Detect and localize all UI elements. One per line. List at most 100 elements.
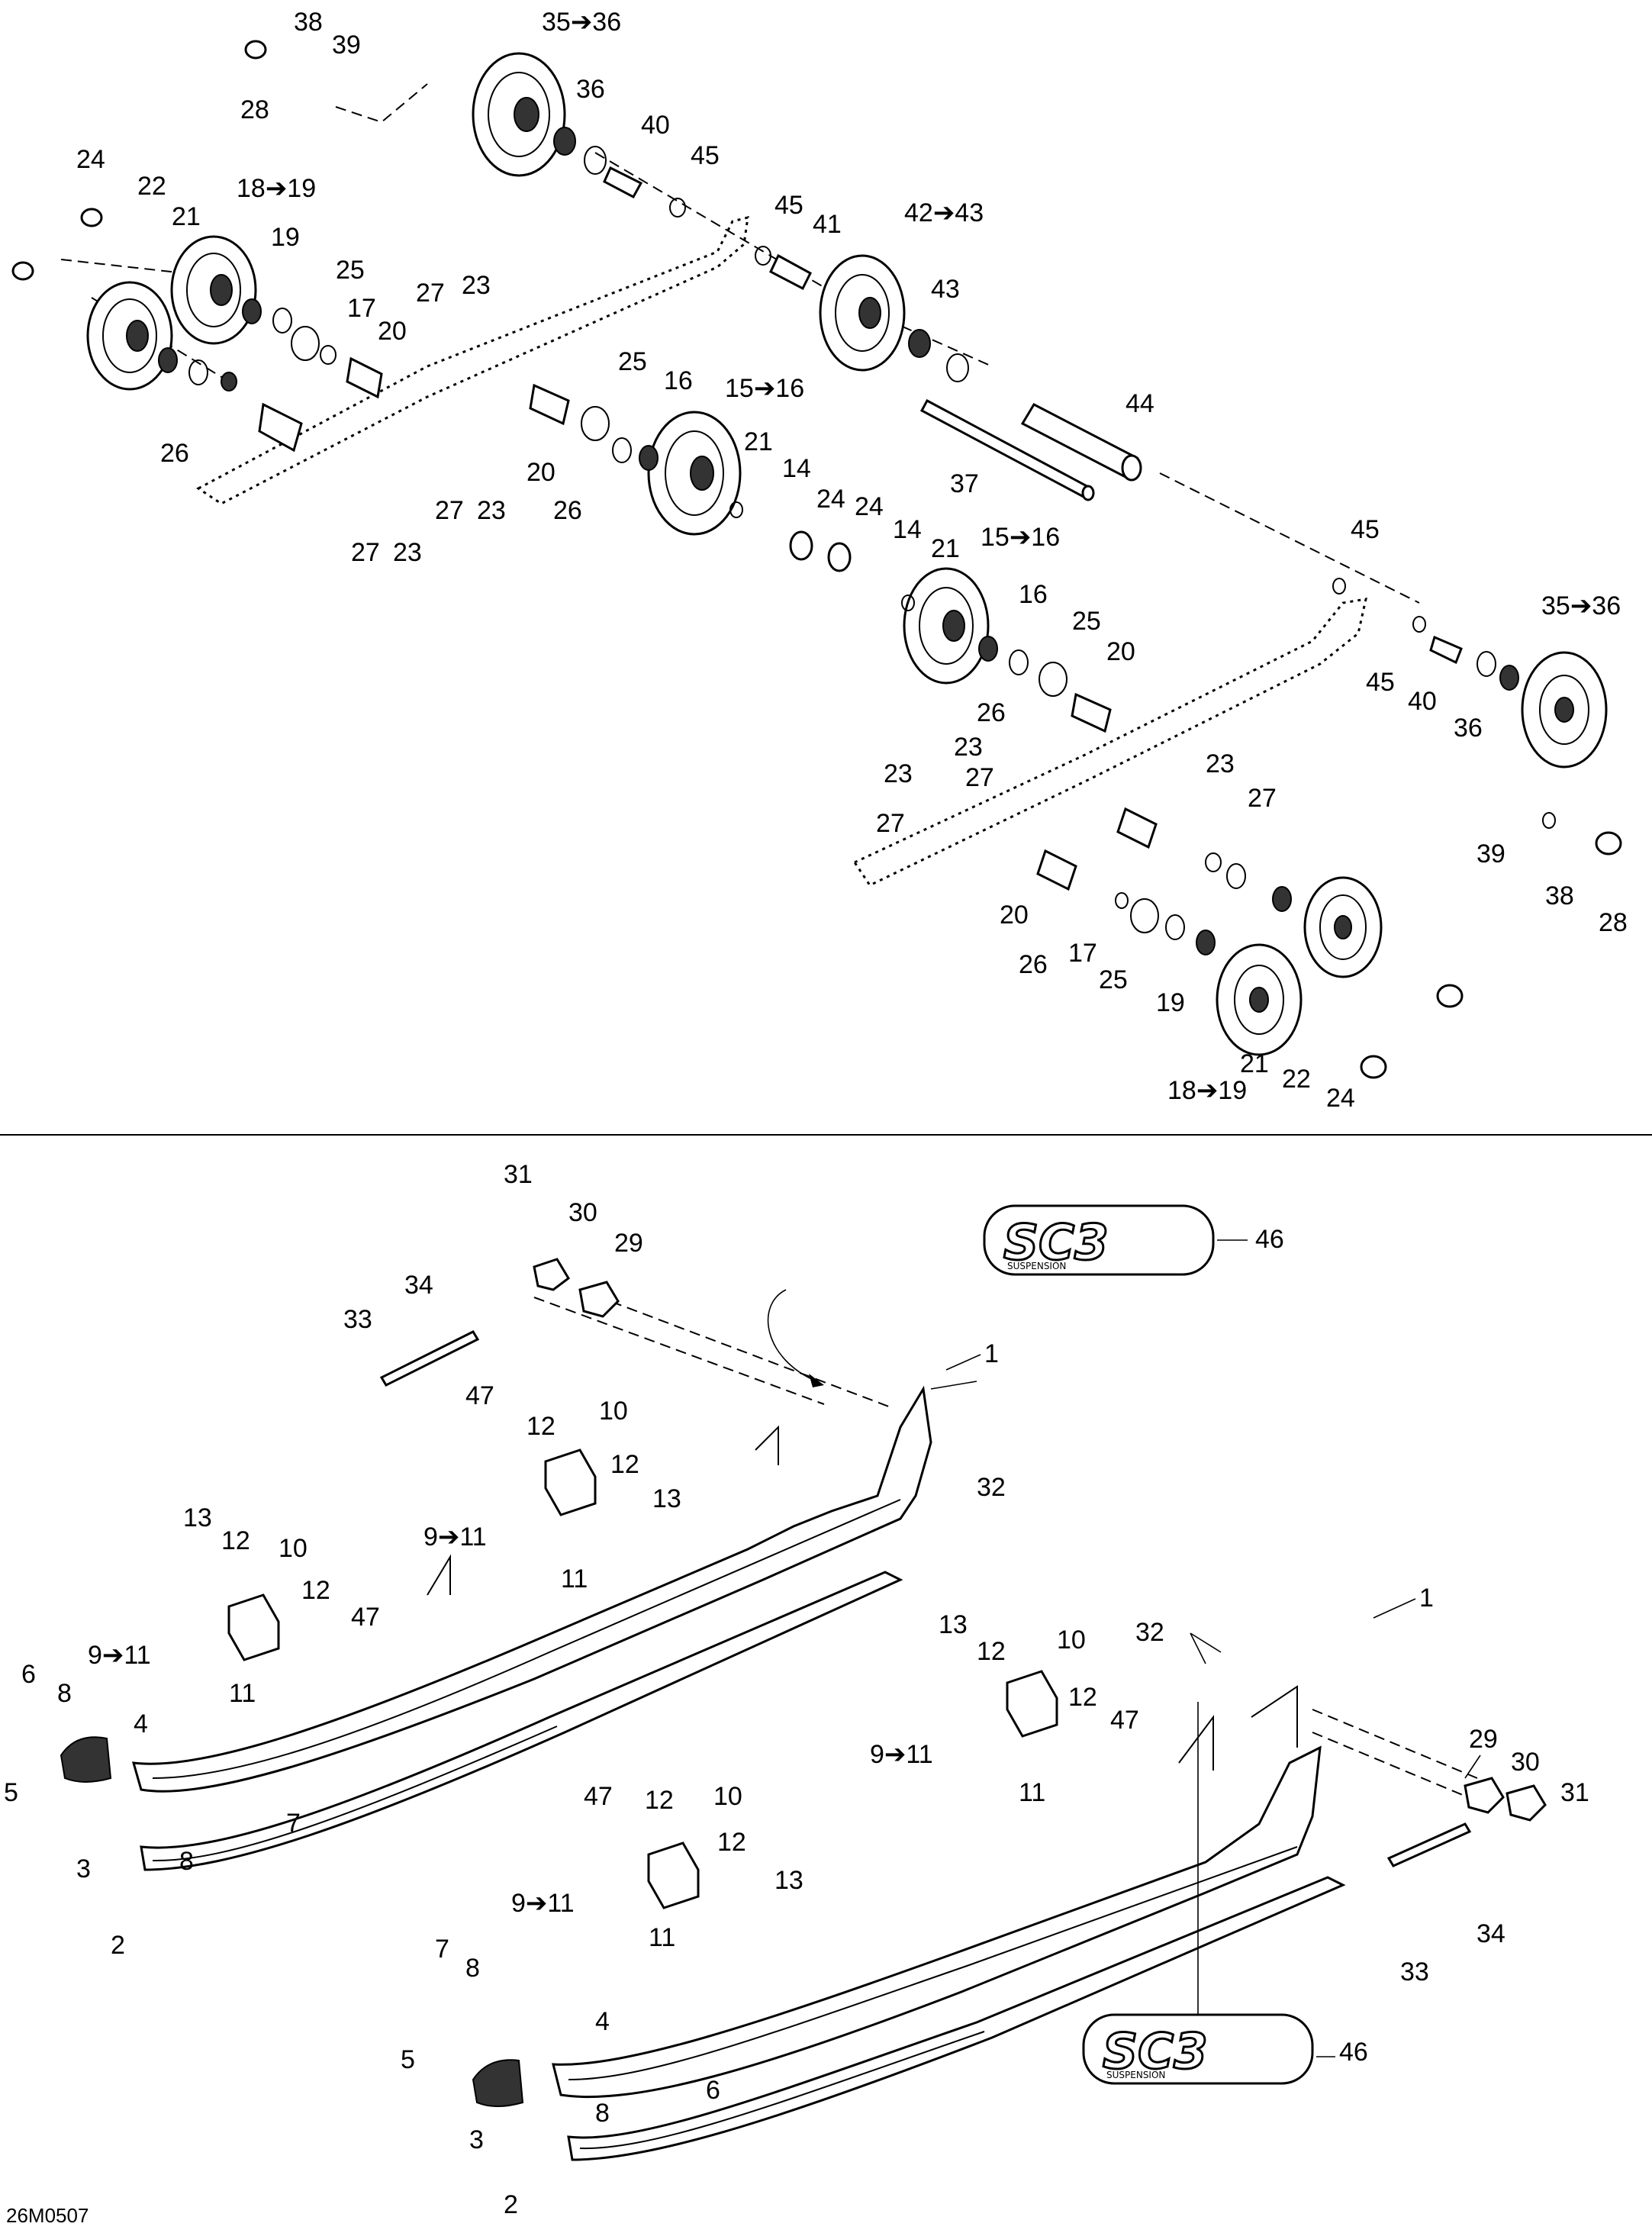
callout: 39 [332, 31, 361, 60]
mount-lower [1464, 1777, 1547, 1822]
callout: 19 [1156, 988, 1185, 1017]
callout: 9➔11 [88, 1641, 151, 1670]
callout: 3 [469, 2125, 484, 2154]
callout: 1 [1419, 1584, 1434, 1613]
callout: 25 [336, 256, 365, 285]
slider-left [140, 1571, 903, 1871]
callout: 27 [435, 496, 464, 525]
callout: 9➔11 [511, 1889, 575, 1918]
slide-rail-left [131, 1385, 932, 1793]
callout: 35➔36 [1541, 591, 1621, 620]
sc3-decal-top: SC3 SUSPENSION [983, 1204, 1215, 1276]
svg-text:SC3: SC3 [1003, 1215, 1109, 1271]
lower-assembly: SC3 SUSPENSION SC3 SUSPENSION [60, 1204, 1547, 2161]
bolt-33-lower [1386, 1822, 1472, 1867]
callout: 23 [954, 733, 983, 762]
callout: 24 [76, 145, 105, 174]
slide-block-left [227, 1593, 280, 1661]
wheel-42-43 [819, 254, 906, 372]
callout: 20 [527, 458, 555, 487]
callout: 23 [884, 759, 913, 788]
callout: 8 [595, 2099, 610, 2128]
callout: 10 [1057, 1626, 1086, 1655]
callout: 12 [1068, 1683, 1097, 1712]
callout: 16 [1019, 580, 1048, 609]
callout: 47 [465, 1381, 494, 1410]
callout: 26 [1019, 950, 1048, 979]
callout: 30 [568, 1198, 597, 1227]
callout: 14 [782, 454, 811, 483]
callout: 28 [1599, 908, 1628, 937]
callout: 11 [1019, 1778, 1045, 1807]
callout: 33 [343, 1305, 372, 1334]
callout: 34 [404, 1271, 433, 1300]
callout: 17 [347, 294, 376, 323]
callout: 11 [229, 1679, 256, 1708]
callout: 13 [183, 1503, 212, 1532]
callout: 44 [1125, 389, 1154, 418]
sc3-decal-bottom: SC3 SUSPENSION [1082, 2013, 1314, 2085]
callout: 13 [939, 1610, 968, 1639]
callout: 39 [1476, 839, 1505, 868]
callout: 25 [618, 347, 647, 376]
upper-left-frame-rail [196, 216, 749, 505]
callout: 41 [813, 210, 842, 239]
callout: 9➔11 [423, 1522, 487, 1552]
wheel-18-19-right-inner [1303, 876, 1383, 978]
callout: 12 [301, 1576, 330, 1605]
callout: 36 [1454, 714, 1483, 743]
callout: 47 [1110, 1706, 1139, 1735]
upper-right-frame-rail [852, 598, 1367, 887]
callout: 28 [240, 95, 269, 124]
callout: 15➔16 [981, 523, 1060, 552]
callout: 17 [1068, 939, 1097, 968]
callout: 27 [876, 809, 905, 838]
callout: 27 [965, 763, 994, 792]
callout: 40 [1408, 687, 1437, 716]
callout: 18➔19 [1167, 1076, 1247, 1105]
callout: 37 [950, 469, 979, 498]
callout: 12 [717, 1828, 746, 1857]
callout: 21 [744, 427, 773, 456]
callout: 2 [111, 1931, 125, 1960]
svg-text:SUSPENSION: SUSPENSION [1106, 2070, 1165, 2080]
callout: 19 [271, 223, 300, 252]
slider-right [567, 1876, 1346, 2161]
drawing-code: 26M0507 [6, 2204, 89, 2227]
svg-text:SUSPENSION: SUSPENSION [1007, 1261, 1066, 1271]
callout: 5 [401, 2045, 415, 2074]
callout: 6 [706, 2076, 720, 2105]
callout: 23 [477, 496, 506, 525]
callout: 27 [351, 538, 380, 567]
callout: 7 [286, 1809, 301, 1838]
wheel-15-16-right [903, 567, 990, 685]
callout: 1 [984, 1339, 999, 1368]
callout: 9➔11 [870, 1740, 933, 1769]
callout: 45 [1366, 668, 1395, 697]
callout: 29 [614, 1229, 643, 1258]
callout: 31 [1560, 1778, 1589, 1807]
wheel-18-19-left-outer [86, 281, 173, 391]
callout: 29 [1469, 1725, 1498, 1754]
callout: 3 [76, 1854, 91, 1883]
callout: 24 [1326, 1084, 1355, 1113]
callout: 26 [553, 496, 582, 525]
callout: 30 [1511, 1748, 1540, 1777]
callout: 7 [435, 1935, 449, 1964]
callout: 42➔43 [904, 198, 984, 227]
callout: 33 [1400, 1958, 1429, 1986]
callout: 8 [57, 1679, 72, 1708]
callout: 8 [179, 1847, 194, 1876]
callout: 45 [1351, 515, 1380, 544]
callout: 43 [931, 275, 960, 304]
callout: 12 [527, 1412, 555, 1441]
wheel-35-36-top [472, 52, 566, 177]
bumper-right [472, 2059, 524, 2107]
callout: 21 [172, 202, 201, 231]
callout: 20 [1000, 901, 1029, 930]
callout: 16 [664, 366, 693, 395]
callout: 4 [134, 1709, 148, 1738]
callout: 2 [504, 2190, 518, 2219]
callout: 38 [1545, 881, 1574, 910]
